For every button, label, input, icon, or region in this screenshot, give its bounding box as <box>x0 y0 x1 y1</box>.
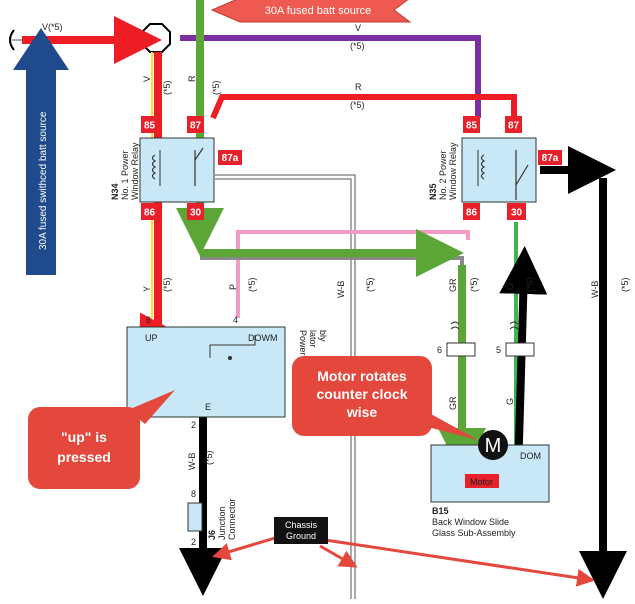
label-y-note: (*5) <box>162 277 172 292</box>
relay-1: 85 87 87a 86 30 N34 No. 1 Power Window R… <box>110 116 242 220</box>
connector-5: 5 <box>496 321 535 357</box>
label-gr-note: (*5) <box>469 277 479 292</box>
relay2-pin-30: 30 <box>511 208 523 219</box>
relay1-pin-30: 30 <box>190 208 202 219</box>
banner-label: 30A fused batt source <box>265 5 371 17</box>
label-wb-switch: W-B <box>187 453 197 470</box>
motor-ref: B15 <box>432 506 449 516</box>
wire-labels: V(*5) V (*5) R (*5) V (*5) R (*5) Y (*5)… <box>42 22 630 470</box>
label-wb-right: W-B <box>590 281 600 298</box>
label-r-side: R <box>187 75 197 82</box>
label-g: G <box>505 283 515 290</box>
callout-up-line2: pressed <box>57 449 111 465</box>
relay1-name-line2: Window Relay <box>130 142 140 200</box>
connector-6-label: 6 <box>437 345 442 355</box>
junction-connector: 8 2 J6 Junction Connector <box>187 489 237 547</box>
switch-side-line1: Power <box>298 330 308 356</box>
relay1-pin-87: 87 <box>190 121 202 132</box>
junction-line1: Junction <box>217 506 227 540</box>
motor-symbol: M <box>485 435 502 457</box>
label-v-side: V <box>142 76 152 82</box>
label-wb-switch-note: (*5) <box>204 450 214 465</box>
junction-line2: Connector <box>227 498 237 540</box>
relay1-name-line1: No. 1 Power <box>120 150 130 200</box>
ground-label-line1: Chassis <box>285 520 318 530</box>
label-y: Y <box>142 286 152 292</box>
switch-e-label: E <box>205 402 211 412</box>
connector-6: 6 <box>437 321 476 357</box>
relay-2: 85 87 87a 86 30 N35 No. 2 Power Window R… <box>428 116 562 220</box>
junction-pin-2: 2 <box>191 537 196 547</box>
connector-5-label: 5 <box>496 345 501 355</box>
switched-source-arrow: 30A fused swithced batt source <box>13 28 69 275</box>
batt-source-banner: 30A fused batt source <box>210 0 412 23</box>
callout-up-line1: "up" is <box>61 429 107 445</box>
wire-pink <box>236 230 470 318</box>
wire-red <box>210 94 517 120</box>
switch-side-line2: lator <box>308 330 318 348</box>
relay1-pin-86: 86 <box>144 208 156 219</box>
junction-pin-8: 8 <box>191 489 196 499</box>
current-path-black-motor <box>499 246 548 476</box>
side-source-label: 30A fused swithced batt source <box>38 111 49 250</box>
junction-node <box>141 23 171 53</box>
background-wiring <box>12 39 356 599</box>
label-r: R <box>355 82 362 92</box>
relay2-name-line1: No. 2 Power <box>438 150 448 200</box>
relay2-pin-85: 85 <box>466 121 478 132</box>
motor-name-line2: Glass Sub-Assembly <box>432 528 516 538</box>
label-g-note: (*5) <box>525 277 535 292</box>
relay2-pin-87a: 87a <box>542 153 559 164</box>
label-g-lower: G <box>505 398 515 405</box>
junction-ref: J6 <box>207 530 217 540</box>
switch-pin-4: 4 <box>233 315 238 325</box>
callout-motor-line1: Motor rotates <box>317 368 407 384</box>
label-v-note: (*5) <box>350 41 365 51</box>
relay1-pin-87a: 87a <box>222 153 239 164</box>
relay2-pin-87: 87 <box>508 121 520 132</box>
label-r-note: (*5) <box>350 100 365 110</box>
label-v: V <box>355 23 361 33</box>
label-v-side-note: (*5) <box>162 80 172 95</box>
relay2-name-line2: Window Relay <box>448 142 458 200</box>
callout-motor-line2: counter clock <box>316 386 407 402</box>
switch-down-label: DOWM <box>248 333 278 343</box>
callout-motor-rotates: Motor rotates counter clock wise <box>292 356 478 440</box>
label-p-note: (*5) <box>247 277 257 292</box>
motor-assembly: DOM Motor M B15 Back Window Slide Glass … <box>430 430 550 538</box>
label-wb-center-note: (*5) <box>365 277 375 292</box>
callout-up-pressed: "up" is pressed <box>28 390 175 489</box>
label-p: P <box>228 284 238 290</box>
relay2-pin-86: 86 <box>466 208 478 219</box>
relay1-pin-85: 85 <box>144 121 156 132</box>
wire-violet <box>180 35 481 118</box>
relay2-ref: N35 <box>428 183 438 200</box>
label-r-side-note: (*5) <box>211 80 221 95</box>
motor-label: Motor <box>470 477 493 487</box>
chassis-ground: Chassis Ground <box>212 517 595 587</box>
switch-up-label: UP <box>145 333 158 343</box>
callout-motor-line3: wise <box>346 404 378 420</box>
motor-name-line1: Back Window Slide <box>432 517 509 527</box>
label-gr-lower: GR <box>448 396 458 410</box>
connector-left <box>9 29 15 51</box>
ground-label-line2: Ground <box>286 531 316 541</box>
label-wb-center: W-B <box>336 281 346 298</box>
label-v-top: V(*5) <box>42 22 63 32</box>
relay1-ref: N34 <box>110 183 120 200</box>
label-gr: GR <box>448 278 458 292</box>
switch-side-line3: bly <box>318 330 328 342</box>
label-wb-right-note: (*5) <box>620 277 630 292</box>
motor-down-label: DOM <box>520 451 541 461</box>
switch-pin-6: 6 <box>146 315 151 325</box>
switch-pin-2: 2 <box>191 420 196 430</box>
